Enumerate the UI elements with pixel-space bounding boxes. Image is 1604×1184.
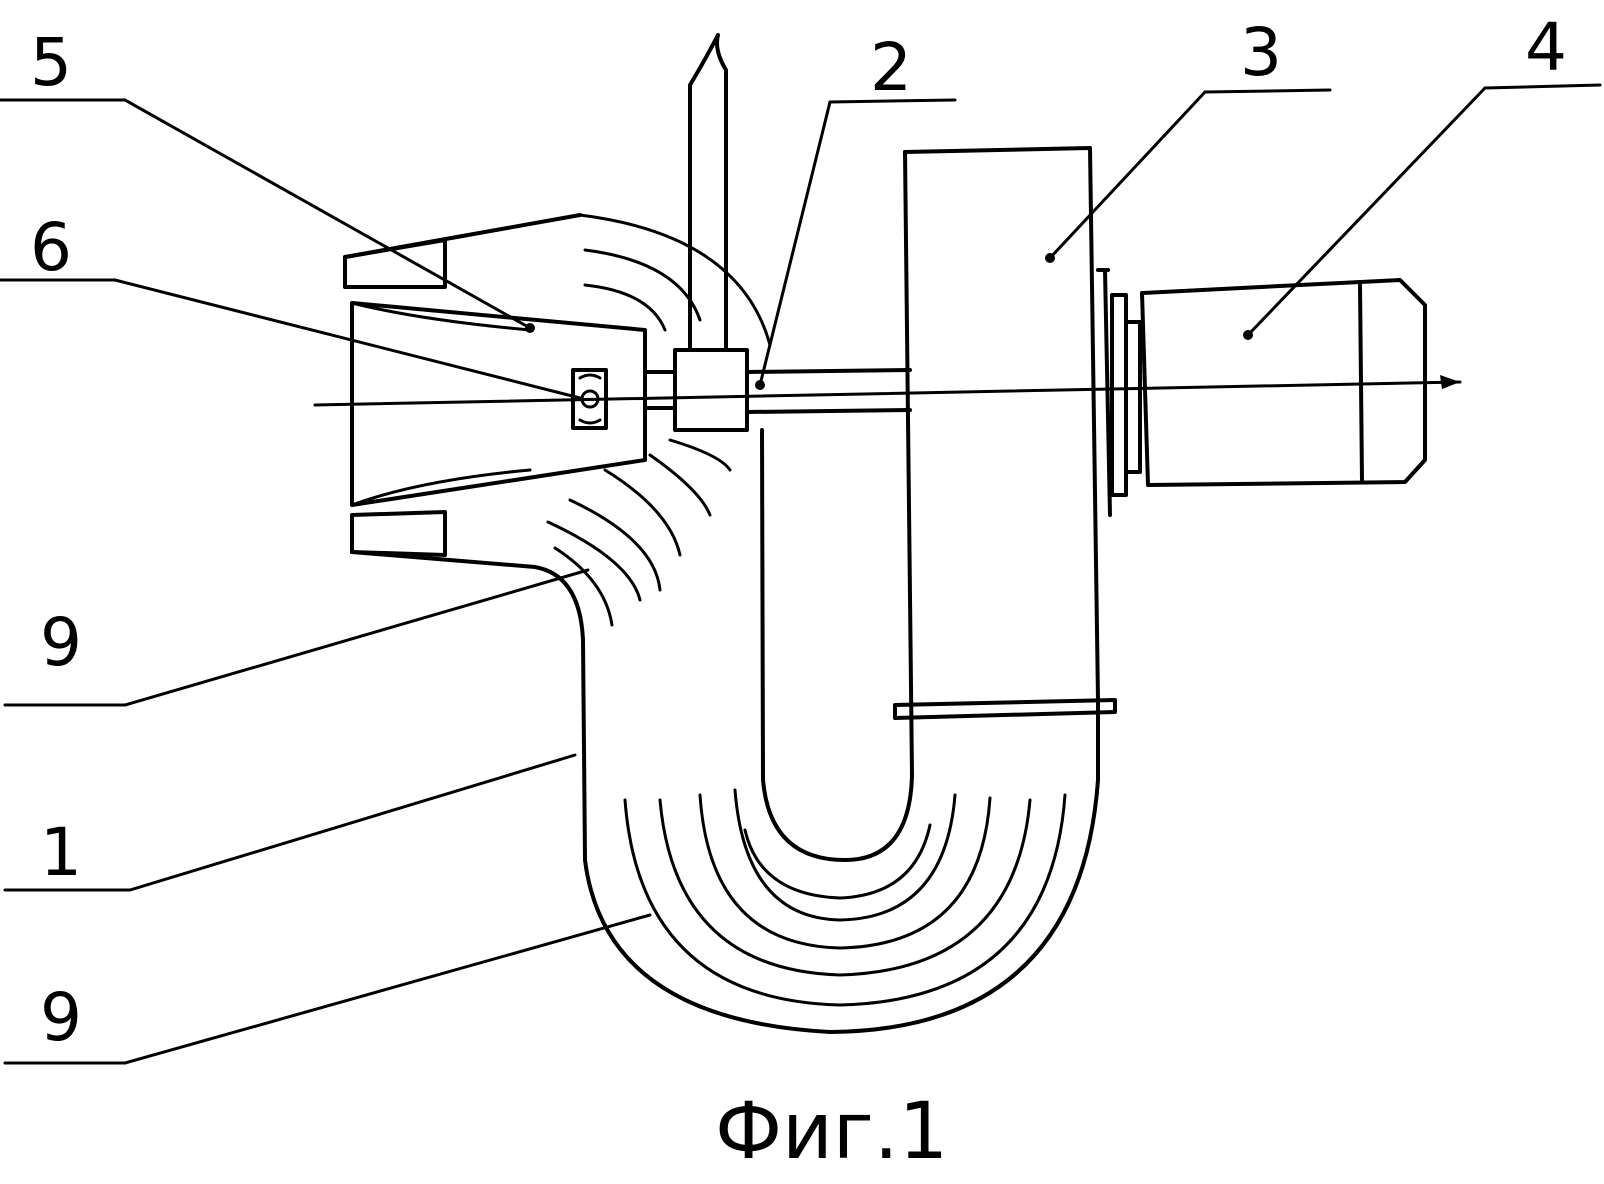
- electric-motor: [1140, 278, 1427, 487]
- label-6: 6: [30, 209, 72, 286]
- label-5: 5: [30, 24, 72, 101]
- leader-lines: [0, 83, 1602, 1065]
- label-2: 2: [870, 29, 912, 106]
- filter-element: [571, 368, 608, 430]
- label-1: 1: [40, 814, 82, 891]
- flow-arcs-upper: [546, 213, 772, 627]
- motor-flange: [1096, 268, 1142, 517]
- label-4: 4: [1525, 9, 1567, 86]
- label-3: 3: [1240, 14, 1282, 91]
- inlet-nozzle: [343, 213, 647, 642]
- flow-arcs-lower: [623, 788, 1067, 1007]
- label-9-upper: 9: [40, 604, 82, 681]
- coupling-box: [643, 348, 912, 432]
- figure-caption: Фиг.1: [715, 1087, 948, 1177]
- feed-pipe: [688, 33, 728, 352]
- label-9-lower: 9: [40, 979, 82, 1056]
- fan-housing: [893, 146, 1117, 777]
- axis-line: [313, 375, 1462, 407]
- u-duct: [581, 428, 1100, 1034]
